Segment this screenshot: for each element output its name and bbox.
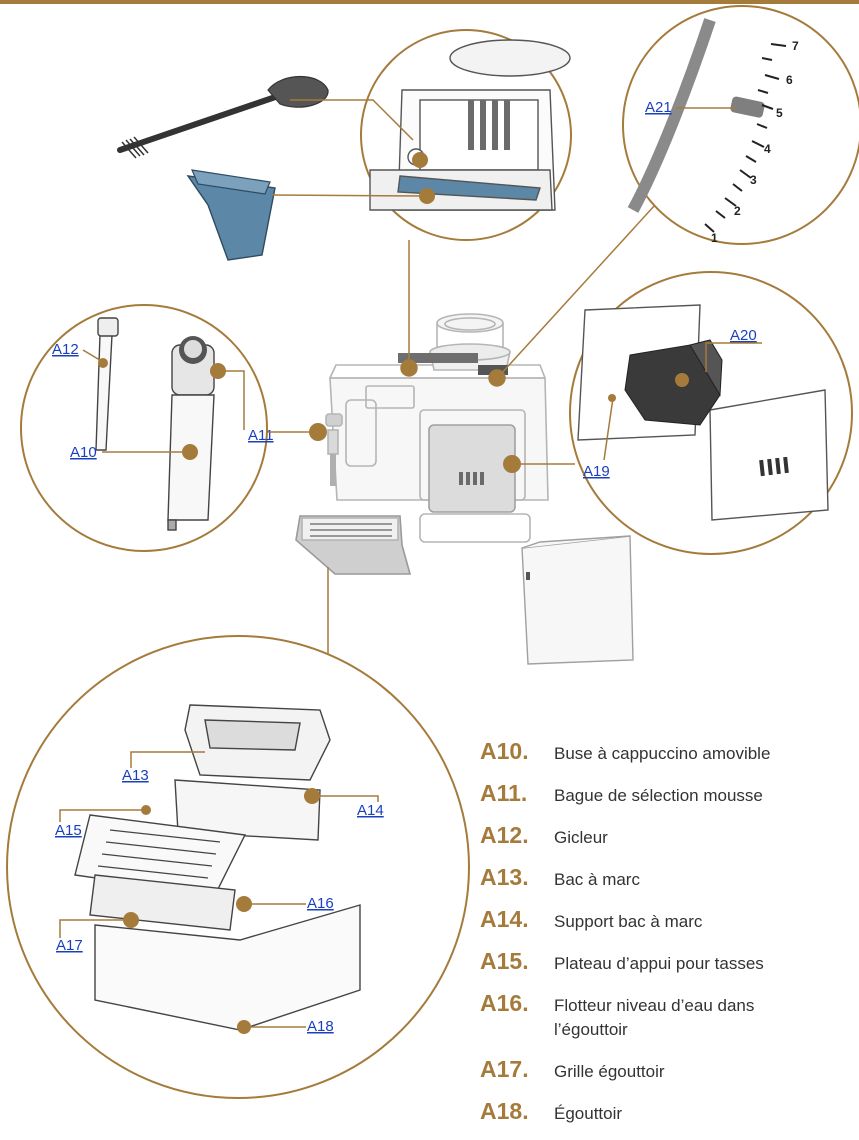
legend-item-a15: A15. Plateau d’appui pour tasses (480, 948, 850, 976)
callout-a15[interactable]: A15 (55, 822, 82, 839)
callout-a18[interactable]: A18 (307, 1018, 334, 1035)
legend-text: Grille égouttoir (554, 1062, 665, 1081)
coffee-machine (295, 313, 549, 575)
legend-code: A17. (480, 1056, 529, 1082)
legend-item-a18: A18. Égouttoir (480, 1098, 850, 1126)
callout-a12[interactable]: A12 (52, 341, 79, 358)
legend-code: A12. (480, 822, 529, 848)
legend-text: Gicleur (554, 828, 608, 847)
legend-text: Plateau d’appui pour tasses (554, 954, 764, 973)
legend-text: Support bac à marc (554, 912, 703, 931)
legend-item-a17: A17. Grille égouttoir (480, 1056, 850, 1084)
left-nozzle-detail: A12 A11 A10 (20, 304, 327, 552)
legend-item-a13: A13. Bac à marc (480, 864, 850, 892)
callout-a16[interactable]: A16 (307, 895, 334, 912)
right-brew-unit-detail: A20 A19 (503, 271, 853, 555)
parts-legend: A10. Buse à cappuccino amovible A11. Bag… (480, 738, 850, 1140)
legend-code: A14. (480, 906, 529, 932)
legend-item-a16: A16. Flotteur niveau d’eau dans l’égoutt… (480, 990, 850, 1042)
dial-tick-7: 7 (792, 39, 799, 53)
legend-item-a10: A10. Buse à cappuccino amovible (480, 738, 850, 766)
dial-tick-6: 6 (786, 73, 793, 87)
legend-item-a12: A12. Gicleur (480, 822, 850, 850)
callout-a19[interactable]: A19 (583, 463, 610, 480)
legend-text: Bac à marc (554, 870, 640, 889)
legend-code: A10. (480, 738, 529, 764)
callout-a20[interactable]: A20 (730, 327, 757, 344)
legend-item-a14: A14. Support bac à marc (480, 906, 850, 934)
legend-code: A15. (480, 948, 529, 974)
water-tank (521, 535, 634, 665)
callout-a11[interactable]: A11 (248, 427, 274, 444)
dial-tick-5: 5 (776, 106, 783, 120)
bottom-drip-tray-detail: A13 A14 A15 A16 A17 A18 (6, 635, 470, 1099)
legend-text: Bague de sélection mousse (554, 786, 763, 805)
legend-text: Égouttoir (554, 1104, 623, 1123)
callout-a10[interactable]: A10 (70, 444, 97, 461)
dial-tick-4: 4 (764, 142, 771, 156)
legend-code: A13. (480, 864, 529, 890)
legend-item-a11: A11. Bague de sélection mousse (480, 780, 850, 808)
connector-lines (327, 204, 656, 690)
legend-text: Buse à cappuccino amovible (554, 744, 771, 763)
callout-a14[interactable]: A14 (357, 802, 384, 819)
legend-code: A18. (480, 1098, 529, 1124)
accessories (117, 76, 428, 261)
dial-tick-3: 3 (750, 173, 757, 187)
top-right-dial-detail: 7 6 5 4 3 2 1 A21 (622, 5, 859, 245)
dial-tick-2: 2 (734, 204, 741, 218)
legend-text: Flotteur niveau d’eau dans l’égouttoir (554, 996, 755, 1039)
top-center-detail (360, 29, 572, 241)
callout-a13[interactable]: A13 (122, 767, 149, 784)
dial-tick-1: 1 (711, 231, 718, 245)
callout-a21[interactable]: A21 (645, 99, 672, 116)
callout-a17[interactable]: A17 (56, 937, 83, 954)
top-rule (0, 0, 859, 4)
legend-code: A11. (480, 780, 528, 806)
legend-code: A16. (480, 990, 529, 1016)
